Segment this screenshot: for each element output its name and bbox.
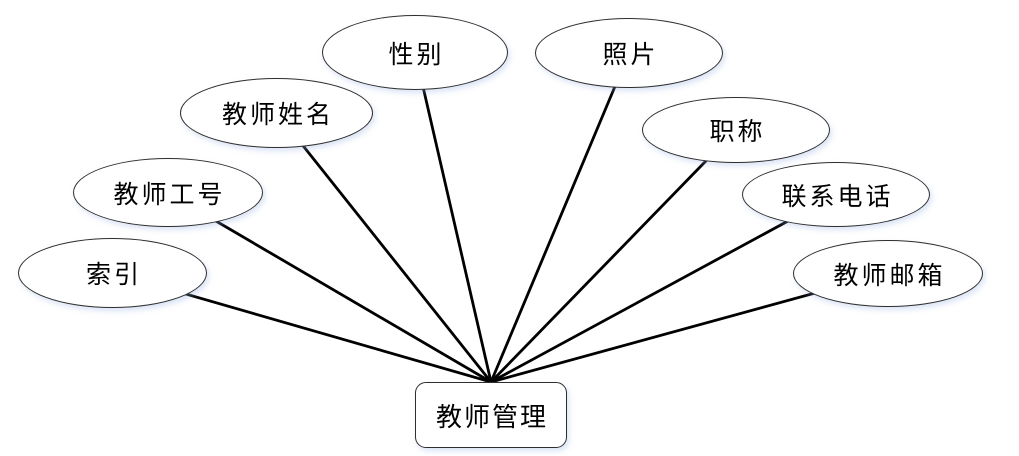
attribute-label-index: 索引 (85, 262, 142, 289)
connector-line-gender (413, 50, 493, 384)
attribute-label-title: 职称 (709, 119, 766, 146)
attribute-label-teacher-id: 教师工号 (113, 181, 226, 209)
attribute-ellipse-phone: 联系电话 (742, 162, 930, 227)
attribute-ellipse-teacher-id: 教师工号 (73, 158, 263, 227)
attribute-ellipse-teacher-name: 教师姓名 (180, 78, 373, 148)
entity-label: 教师管理 (435, 402, 548, 432)
attribute-ellipse-index: 索引 (18, 238, 207, 308)
attribute-label-phone: 联系电话 (781, 183, 894, 211)
attribute-ellipse-title: 职称 (642, 97, 830, 163)
attribute-label-email: 教师邮箱 (833, 262, 946, 290)
connector-line-phone (489, 193, 838, 384)
attribute-ellipse-photo: 照片 (535, 18, 723, 88)
attribute-label-photo: 照片 (602, 42, 659, 69)
connector-line-teacher-id (166, 191, 493, 384)
attribute-label-teacher-name: 教师姓名 (221, 102, 334, 129)
connector-line-title (489, 128, 738, 384)
connector-line-teacher-name (275, 111, 493, 384)
attribute-ellipse-email: 教师邮箱 (793, 240, 983, 307)
attribute-ellipse-gender: 性别 (322, 15, 508, 90)
entity-teacher-management: 教师管理 (415, 382, 567, 448)
connector-line-photo (489, 51, 631, 384)
attribute-label-gender: 性别 (388, 41, 445, 69)
